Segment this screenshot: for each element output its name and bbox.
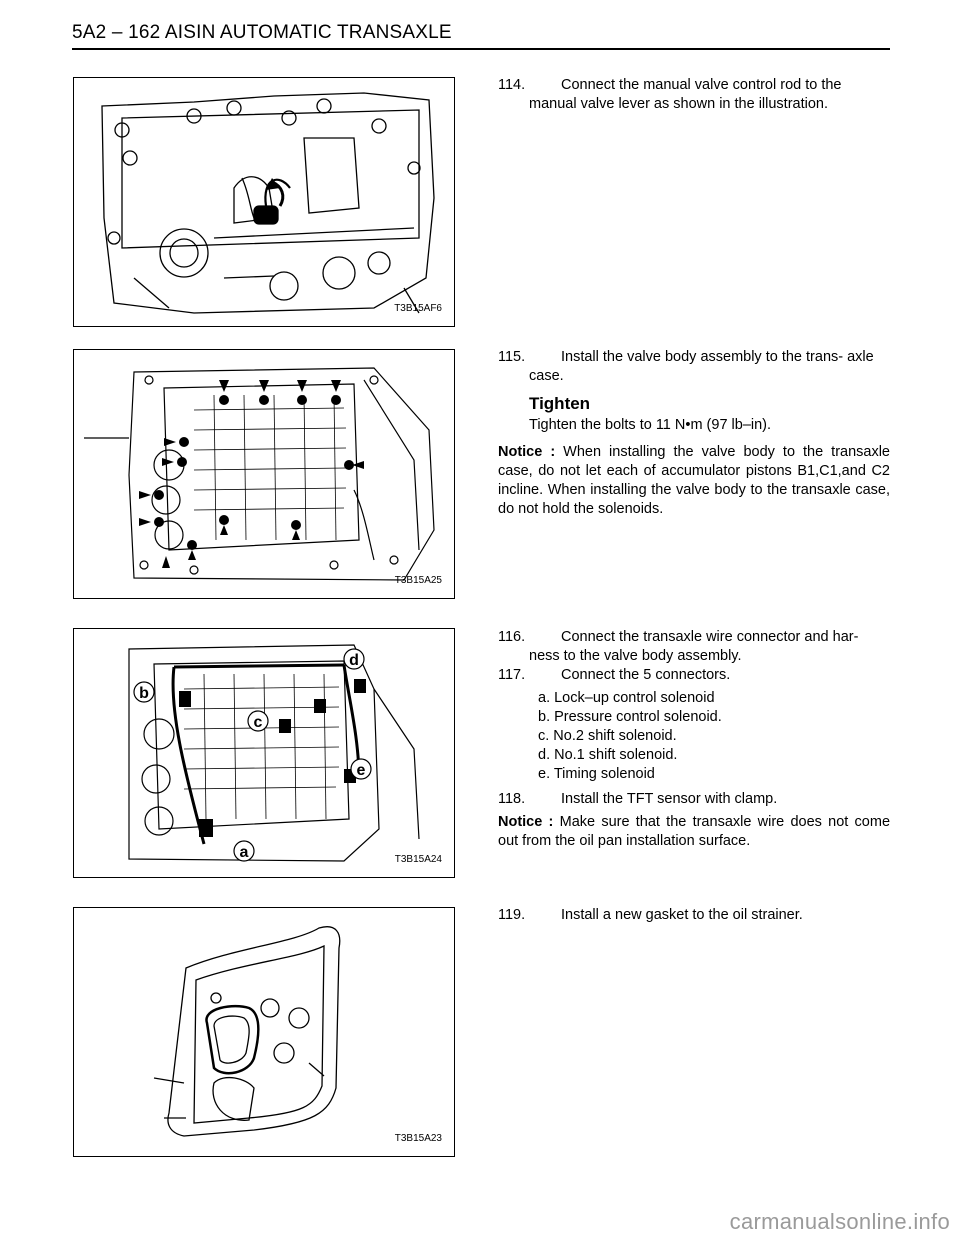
notice-accumulator: Notice : When installing the valve body … [498, 443, 890, 519]
step-number: 119. [498, 907, 526, 923]
figure-oil-strainer: T3B15A23 [73, 907, 455, 1157]
tighten-heading: Tighten [529, 394, 591, 413]
step-119: 119. Install a new gasket to the oil str… [498, 906, 890, 925]
step-number: 116. [498, 629, 526, 645]
callout-a: a [240, 844, 249, 861]
connectors-illustration: a b c d e [128, 644, 420, 862]
step-text: Connect the transaxle wire connector and… [529, 629, 859, 664]
step-119-block: 119. Install a new gasket to the oil str… [498, 906, 890, 925]
valve-body-illustration [84, 367, 435, 581]
step-number: 114. [498, 77, 526, 93]
page-title: 5A2 – 162 AISIN AUTOMATIC TRANSAXLE [72, 22, 452, 43]
step-115: 115. Install the valve body assembly to … [498, 348, 890, 386]
step-number: 118. [498, 791, 526, 807]
step-text: Install the TFT sensor with clamp. [561, 791, 778, 807]
step-118: 118. Install the TFT sensor with clamp. [498, 790, 890, 809]
notice-text: Make sure that the transaxle wire does n… [498, 814, 891, 849]
notice-label: Notice : [498, 444, 556, 460]
manual-valve-illustration [101, 92, 435, 314]
figure-code: T3B15A24 [394, 854, 442, 865]
step-text: Connect the 5 connectors. [561, 667, 731, 683]
callout-d: d [349, 652, 359, 669]
callout-c: c [254, 714, 263, 731]
figure-code: T3B15AF6 [394, 303, 442, 314]
step-114: 114. Connect the manual valve control ro… [498, 76, 890, 114]
step-number: 117. [498, 667, 526, 683]
oil-strainer-illustration [153, 926, 341, 1137]
step-117: 117. Connect the 5 connectors. [498, 666, 890, 685]
site-watermark: carmanualsonline.info [729, 1209, 950, 1234]
connector-item: a. Lock–up control solenoid [538, 690, 715, 706]
step-115-block: 115. Install the valve body assembly to … [498, 348, 890, 519]
callout-b: b [139, 685, 149, 702]
notice-label: Notice : [498, 814, 554, 830]
page-header: 5A2 – 162 AISIN AUTOMATIC TRANSAXLE [72, 22, 890, 50]
step-text: Install the valve body assembly to the t… [529, 349, 874, 384]
connector-list: a. Lock–up control solenoid b. Pressure … [538, 689, 890, 784]
step-114-block: 114. Connect the manual valve control ro… [498, 76, 890, 114]
connector-item: d. No.1 shift solenoid. [538, 747, 678, 763]
step-116: 116. Connect the transaxle wire connecto… [498, 628, 890, 666]
figure-manual-valve-lever: T3B15AF6 [73, 77, 455, 327]
figure-code: T3B15A23 [394, 1133, 442, 1144]
connector-item: c. No.2 shift solenoid. [538, 728, 677, 744]
figure-valve-body-bolts: T3B15A25 [73, 349, 455, 599]
notice-transaxle-wire: Notice : Make sure that the transaxle wi… [498, 813, 890, 851]
step-116-118-block: 116. Connect the transaxle wire connecto… [498, 628, 890, 851]
tighten-text: Tighten the bolts to 11 N•m (97 lb–in). [529, 417, 772, 433]
figure-solenoid-connectors: a b c d e T3B15A24 [73, 628, 455, 878]
connector-item: e. Timing solenoid [538, 766, 655, 782]
callout-e: e [357, 762, 366, 779]
connector-item: b. Pressure control solenoid. [538, 709, 722, 725]
notice-text: When installing the valve body to the tr… [498, 444, 890, 517]
step-text: Install a new gasket to the oil strainer… [561, 907, 803, 923]
step-number: 115. [498, 349, 526, 365]
figure-code: T3B15A25 [394, 575, 442, 586]
step-text: Connect the manual valve control rod to … [529, 77, 842, 112]
